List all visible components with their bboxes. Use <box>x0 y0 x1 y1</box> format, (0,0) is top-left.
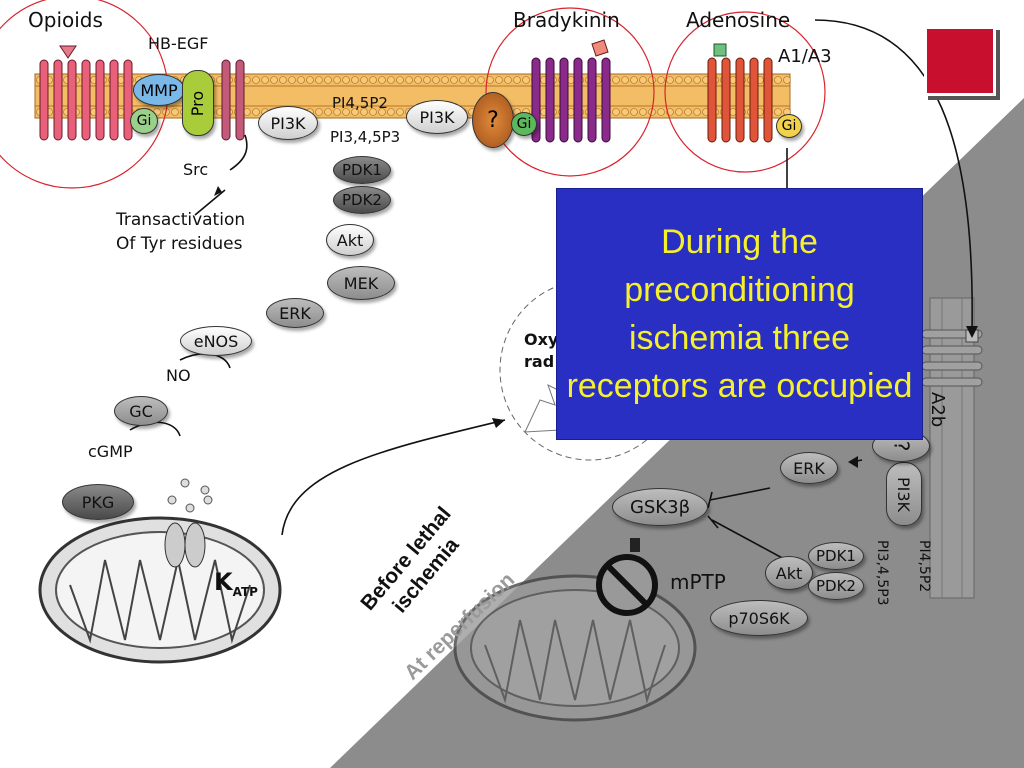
adenosine-ligand-icon <box>713 43 727 57</box>
before-ischemia-arrow <box>281 419 506 536</box>
mptp-blocked-icon <box>596 538 658 616</box>
reperfusion-membrane <box>929 297 975 599</box>
adenosine-to-a2b-arrow <box>814 19 973 331</box>
pdk2-reperfusion: PDK2 <box>808 572 864 600</box>
bradykinin-receptor-circle <box>485 7 655 177</box>
pi3k-reperfusion: PI3K <box>886 462 922 526</box>
a1a3-label: A1/A3 <box>778 46 832 67</box>
gi-protein-adenosine: Gi <box>776 114 802 138</box>
src-label: Src <box>183 160 209 179</box>
mitochondrion-left <box>38 516 282 664</box>
callout-box: During the preconditioning ischemia thre… <box>556 188 923 440</box>
erk-reperfusion: ERK <box>780 452 838 484</box>
callout-text: During the preconditioning ischemia thre… <box>566 223 913 405</box>
pdk1-reperfusion: PDK1 <box>808 542 864 570</box>
unknown-protein: ? <box>472 92 514 148</box>
transactivation-label: Transactivation <box>116 210 246 230</box>
pi3k-right: PI3K <box>406 100 468 134</box>
gi-protein-opioid: Gi <box>130 108 158 134</box>
pi345p3-label: PI3,4,5P3 <box>330 128 401 146</box>
katp-channel-icon <box>164 478 213 568</box>
gi-protein-bradykinin: Gi <box>511 112 537 136</box>
hbegf-label: HB-EGF <box>148 34 209 53</box>
pkg-node: PKG <box>62 484 134 520</box>
adenosine-label: Adenosine <box>686 8 791 32</box>
katp-label: KATP <box>214 568 258 599</box>
opioids-label: Opioids <box>28 8 103 32</box>
rad-label: rad <box>524 352 555 371</box>
transactivation-arrow <box>194 189 226 216</box>
pdk1-node: PDK1 <box>333 156 391 184</box>
tyr-residues-label: Of Tyr residues <box>116 234 243 254</box>
gsk3b-node: GSK3β <box>612 488 708 526</box>
enos-node: eNOS <box>180 326 252 356</box>
erk-node: ERK <box>266 298 324 328</box>
cgmp-label: cGMP <box>88 442 133 461</box>
pi3k-left: PI3K <box>258 106 318 140</box>
pdk2-node: PDK2 <box>333 186 391 214</box>
akt-reperfusion: Akt <box>765 556 813 590</box>
gc-node: GC <box>114 396 168 426</box>
adenosine-receptor-circle <box>664 11 826 173</box>
mmp-protein: MMP <box>133 74 185 106</box>
opioid-ligand-icon <box>59 45 77 59</box>
mitochondrion-right <box>453 574 697 722</box>
mek-node: MEK <box>327 266 395 300</box>
p70s6k-node: p70S6K <box>710 600 808 636</box>
usa-logo <box>924 26 996 96</box>
akt-node: Akt <box>326 224 374 256</box>
pi45p2-reperfusion: PI4,5P2 <box>916 540 932 593</box>
no-label: NO <box>166 366 191 385</box>
pi345p3-reperfusion: PI3,4,5P3 <box>874 540 890 606</box>
bradykinin-label: Bradykinin <box>513 8 620 32</box>
pro-protein: Pro <box>182 70 214 136</box>
bradykinin-ligand-icon <box>591 39 609 57</box>
pi45p2-label: PI4,5P2 <box>332 94 388 112</box>
oxy-label: Oxy <box>524 330 559 349</box>
a2b-label: A2b <box>927 392 948 428</box>
mptp-label: mPTP <box>670 570 726 594</box>
